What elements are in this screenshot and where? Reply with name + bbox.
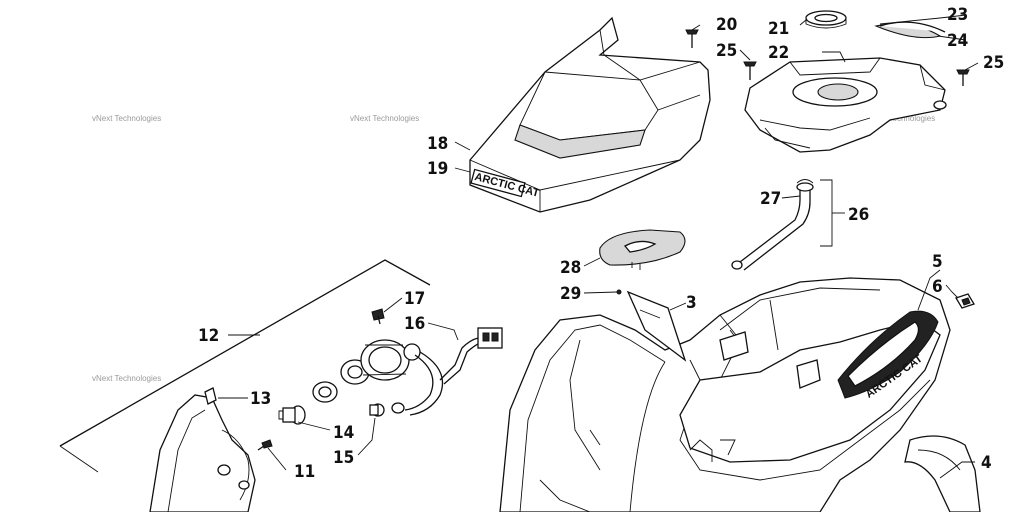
callout-13: 13 bbox=[250, 389, 271, 409]
front-body-part bbox=[499, 277, 951, 512]
callout-19: 19 bbox=[427, 159, 448, 179]
gas-cap-ring bbox=[805, 10, 847, 29]
socket-ring bbox=[312, 339, 421, 403]
watermark: vNext Technologies bbox=[92, 374, 161, 383]
callout-12: 12 bbox=[198, 326, 219, 346]
assembly-bracket-12b bbox=[59, 445, 99, 473]
tank-cover-part bbox=[744, 57, 947, 153]
callout-15: 15 bbox=[333, 448, 354, 468]
rivet-29 bbox=[616, 289, 622, 295]
callout-5: 5 bbox=[932, 252, 943, 272]
vent-hose bbox=[731, 179, 814, 271]
callout-28: 28 bbox=[560, 258, 581, 278]
callout-numbers: 20 25 21 22 23 24 25 18 19 27 26 28 29 3… bbox=[198, 5, 1004, 482]
fender-4 bbox=[904, 435, 981, 512]
leader-lines bbox=[218, 14, 979, 479]
callout-17: 17 bbox=[404, 289, 425, 309]
callout-6: 6 bbox=[932, 277, 943, 297]
bulb-14 bbox=[278, 405, 306, 425]
clip-6 bbox=[955, 293, 975, 309]
screw-11 bbox=[257, 439, 273, 451]
callout-11: 11 bbox=[294, 462, 315, 482]
callout-29: 29 bbox=[560, 284, 581, 304]
callout-3: 3 bbox=[686, 293, 697, 313]
callout-23: 23 bbox=[947, 5, 968, 25]
pad-part bbox=[599, 229, 686, 270]
callout-4: 4 bbox=[981, 453, 992, 473]
callout-18: 18 bbox=[427, 134, 448, 154]
callout-14: 14 bbox=[333, 423, 354, 443]
watermark: vNext Technologies bbox=[92, 114, 161, 123]
callout-22: 22 bbox=[768, 43, 789, 63]
callout-27: 27 bbox=[760, 189, 781, 209]
screw-20 bbox=[685, 29, 699, 48]
headlight-housing bbox=[149, 387, 256, 512]
callout-16: 16 bbox=[404, 314, 425, 334]
assembly-bracket-12 bbox=[59, 259, 431, 447]
callout-25: 25 bbox=[716, 41, 737, 61]
bulb-15 bbox=[369, 403, 385, 417]
tank-decal bbox=[874, 21, 946, 39]
wiring-harness-16 bbox=[391, 327, 503, 416]
watermark: vNext Technologies bbox=[350, 114, 419, 123]
screw-25b bbox=[956, 69, 970, 86]
callout-25b: 25 bbox=[983, 53, 1004, 73]
callout-20: 20 bbox=[716, 15, 737, 35]
callout-26: 26 bbox=[848, 205, 869, 225]
callout-24: 24 bbox=[947, 31, 968, 51]
bracket-26 bbox=[820, 179, 833, 247]
side-panel-3 bbox=[626, 290, 687, 362]
screw-17 bbox=[371, 308, 385, 325]
screw-25a bbox=[743, 61, 757, 80]
seat-part: ARCTIC CAT bbox=[469, 16, 711, 213]
callout-21: 21 bbox=[768, 19, 789, 39]
